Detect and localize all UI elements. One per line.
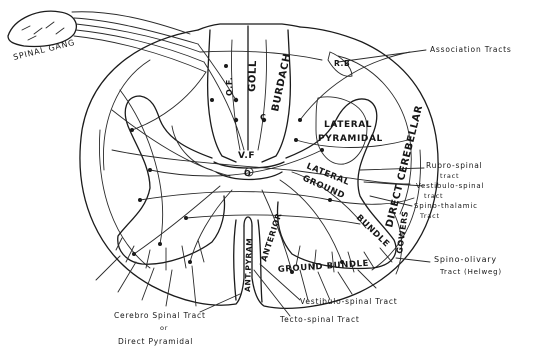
label-vf: V.F — [238, 151, 255, 161]
nerve-cell — [158, 242, 162, 246]
label-of: O.F. — [225, 77, 234, 96]
left-lateral-column-border — [103, 60, 150, 170]
label-lateral: LATERAL — [324, 120, 372, 130]
goll-burdach-border-right — [258, 40, 267, 150]
label-association-tracts: Association Tracts — [430, 45, 512, 54]
label-tecto-spinal-tract: Tecto-spinal Tract — [279, 315, 360, 324]
leader-association — [338, 50, 426, 62]
label-pyramidal: PYRAMIDAL — [318, 134, 383, 144]
label-spino-olivary-1: Spino-olivary — [434, 255, 497, 264]
nerve-cell — [234, 118, 238, 122]
fiber-3 — [132, 72, 206, 130]
label-goll: GOLL — [247, 60, 259, 92]
fiber-16 — [134, 186, 220, 254]
nerve-cell — [184, 216, 188, 220]
label-cerebro-spinal-1: Cerebro Spinal Tract — [114, 311, 206, 320]
label-ground-bundle: GROUND BUNDLE — [278, 259, 370, 275]
cord-outline-top — [198, 24, 300, 30]
label-spinal-gang: SPINAL GANG — [12, 38, 76, 62]
label-rubro-2: tract — [440, 172, 459, 180]
ventral-root-right — [300, 270, 376, 300]
label-spino-thalamic-2: Tract — [419, 212, 440, 220]
label-cerebro-spinal-2: or — [160, 324, 168, 332]
nerve-cell — [148, 168, 152, 172]
nerve-cell — [298, 118, 302, 122]
nerve-cell — [234, 98, 238, 102]
nerve-cell — [130, 128, 134, 132]
label-ant-pyram: ANT.PYRAM — [243, 238, 254, 293]
label-anterior: ANTERIOR — [259, 212, 283, 263]
leader-rubro — [360, 168, 424, 170]
nerve-cell — [210, 98, 214, 102]
lateral-pyramidal-outline — [316, 97, 367, 164]
label-o: O — [244, 169, 251, 178]
ganglion-cells — [22, 22, 64, 40]
fiber-10 — [120, 90, 163, 244]
anterior-fissure — [244, 217, 252, 226]
nerve-cell — [138, 198, 142, 202]
label-rubro-1: Rubro-spinal — [426, 161, 483, 170]
label-vestibulo-1: Vestibulo-spinal — [416, 182, 484, 190]
nerve-cell — [188, 260, 192, 264]
dorsal-root-fibers — [72, 12, 206, 72]
label-vestibulo-2: tract — [424, 192, 443, 200]
label-spino-olivary-2: Tract (Helweg) — [439, 268, 502, 276]
leader-spino-olivary — [396, 258, 430, 262]
nerve-cell — [294, 138, 298, 142]
fiber-9 — [112, 110, 230, 176]
label-spino-thalamic-1: Spino-thalamic — [414, 202, 478, 210]
label-direct-cerebellar: DIRECT CEREBELLAR — [384, 104, 425, 229]
leader-cerebro — [200, 294, 240, 312]
fiber-7 — [140, 192, 414, 205]
left-gray-matter — [118, 96, 225, 264]
nerve-cell — [328, 198, 332, 202]
nerve-cell — [132, 252, 136, 256]
leader-tecto — [254, 270, 290, 316]
nerve-cell — [320, 148, 324, 152]
fiber-4 — [200, 51, 322, 60]
label-c: C — [260, 113, 266, 122]
left-ground-border — [172, 126, 212, 170]
label-vestibulo-spinal-tract: Vestibulo-spinal Tract — [300, 297, 398, 306]
label-rb: R.B — [334, 59, 350, 68]
nerve-cell — [224, 64, 228, 68]
label-cerebro-spinal-3: Direct Pyramidal — [118, 337, 193, 346]
